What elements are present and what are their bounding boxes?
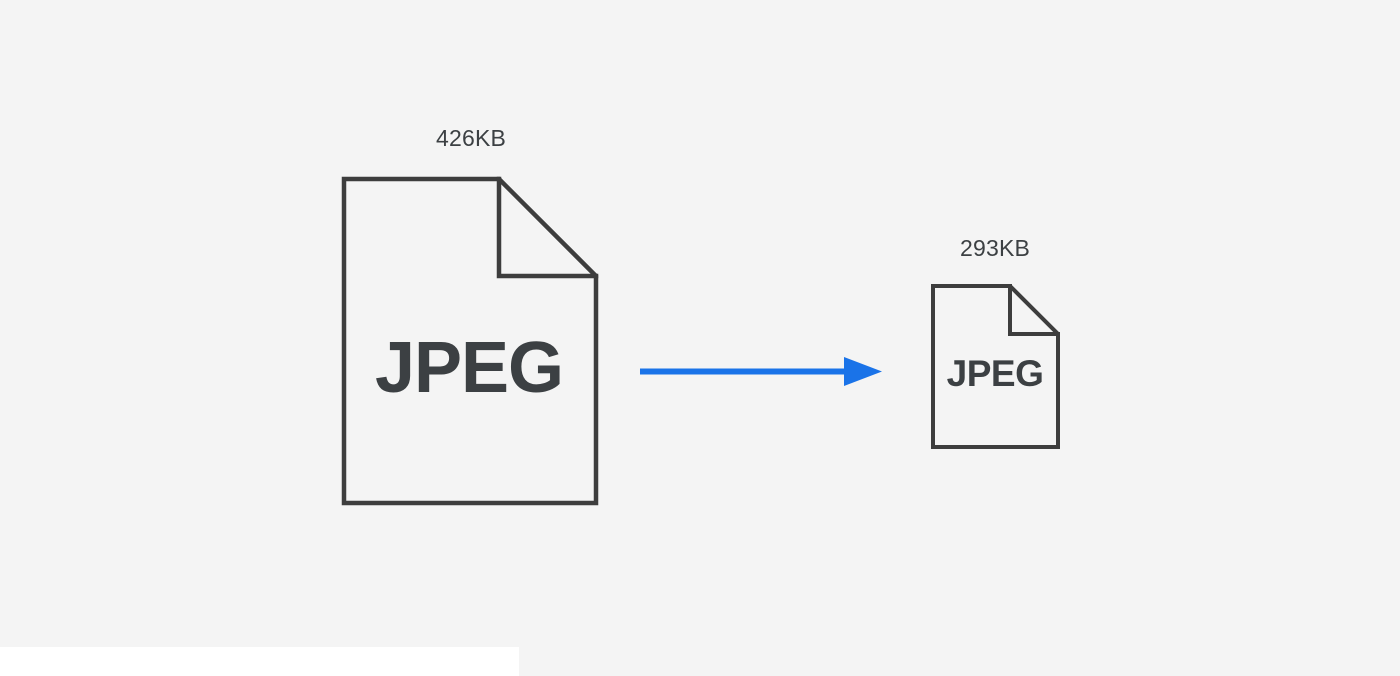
file-body-outline: [341, 176, 599, 506]
source-file-size-label: 426KB: [435, 125, 507, 151]
arrow-head: [844, 357, 882, 386]
file-document-folded-corner-icon: [341, 176, 599, 506]
source-file-format-label: JPEG: [374, 328, 564, 408]
arrow-right-icon: [640, 357, 882, 386]
source-file-icon: [338, 173, 602, 509]
file-document-folded-corner-icon: [931, 284, 1060, 449]
file-fold-corner: [1008, 284, 1060, 336]
result-file-size-label: 293KB: [959, 235, 1031, 261]
result-file-icon: [928, 281, 1062, 451]
file-fold-corner: [496, 176, 599, 279]
file-body-outline: [931, 284, 1060, 449]
result-file-format-label: JPEG: [946, 353, 1044, 394]
conversion-arrow: [634, 350, 890, 394]
bottom-left-panel: [0, 647, 519, 676]
